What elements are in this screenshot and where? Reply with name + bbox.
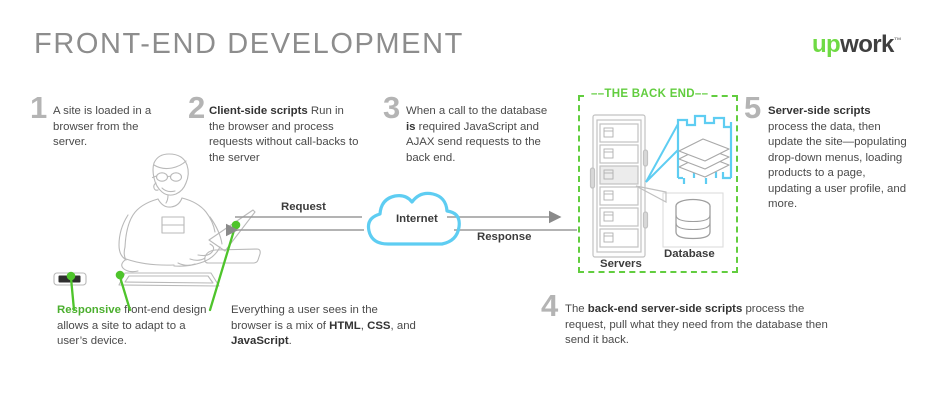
server-rack-icon bbox=[589, 114, 649, 258]
logo-trademark-icon: ™ bbox=[893, 36, 902, 45]
servers-label: Servers bbox=[600, 258, 642, 270]
page-title: FRONT-END DEVELOPMENT bbox=[34, 28, 464, 60]
response-label: Response bbox=[477, 231, 532, 243]
request-response-arrows bbox=[225, 210, 577, 237]
internet-label: Internet bbox=[396, 213, 438, 225]
step-number-4: 4 bbox=[541, 288, 558, 323]
step-number-3: 3 bbox=[383, 90, 400, 125]
step-lede-2: Client-side scripts bbox=[209, 105, 308, 117]
caption-everything: Everything a user sees in the browser is… bbox=[231, 303, 416, 350]
request-label: Request bbox=[281, 201, 326, 213]
server-zoom-callout-icon bbox=[645, 114, 733, 184]
step-text-3: When a call to the database is required … bbox=[406, 104, 558, 166]
step-number-1: 1 bbox=[30, 90, 47, 125]
step-lede-5: Server-side scripts bbox=[768, 105, 871, 117]
step-body-2: Run in the browser and process requests … bbox=[209, 105, 359, 164]
upwork-logo: upwork™ bbox=[812, 31, 902, 58]
step-text-5: Server-side scripts process the data, th… bbox=[768, 104, 908, 213]
caption-body-everything: Everything a user sees in the browser is… bbox=[231, 304, 416, 347]
connector-dot-phone bbox=[66, 271, 76, 281]
step-number-2: 2 bbox=[188, 90, 205, 125]
internet-cloud-icon bbox=[366, 191, 461, 246]
step-body-3: When a call to the database is required … bbox=[406, 105, 548, 164]
database-label: Database bbox=[664, 248, 715, 260]
rack-to-database-connector bbox=[635, 185, 667, 203]
step-text-2: Client-side scripts Run in the browser a… bbox=[209, 104, 361, 166]
step-text-4: The back-end server-side scripts process… bbox=[565, 302, 845, 349]
logo-text-work: work bbox=[840, 31, 894, 58]
logo-text-up: up bbox=[812, 31, 841, 58]
connector-dot-tablet bbox=[115, 270, 125, 280]
step-text-1: A site is loaded in a browser from the s… bbox=[53, 105, 152, 148]
step-body-4: The back-end server-side scripts process… bbox=[565, 303, 828, 346]
step-number-5: 5 bbox=[744, 90, 761, 125]
database-icon bbox=[662, 192, 724, 248]
backend-label: ––THE BACK END–– bbox=[588, 88, 712, 100]
caption-body-responsive: front-end design allows a site to adapt … bbox=[57, 304, 207, 347]
caption-responsive: Responsive front-end design allows a sit… bbox=[57, 303, 217, 350]
step-body-5: process the data, then update the site—p… bbox=[768, 120, 907, 211]
